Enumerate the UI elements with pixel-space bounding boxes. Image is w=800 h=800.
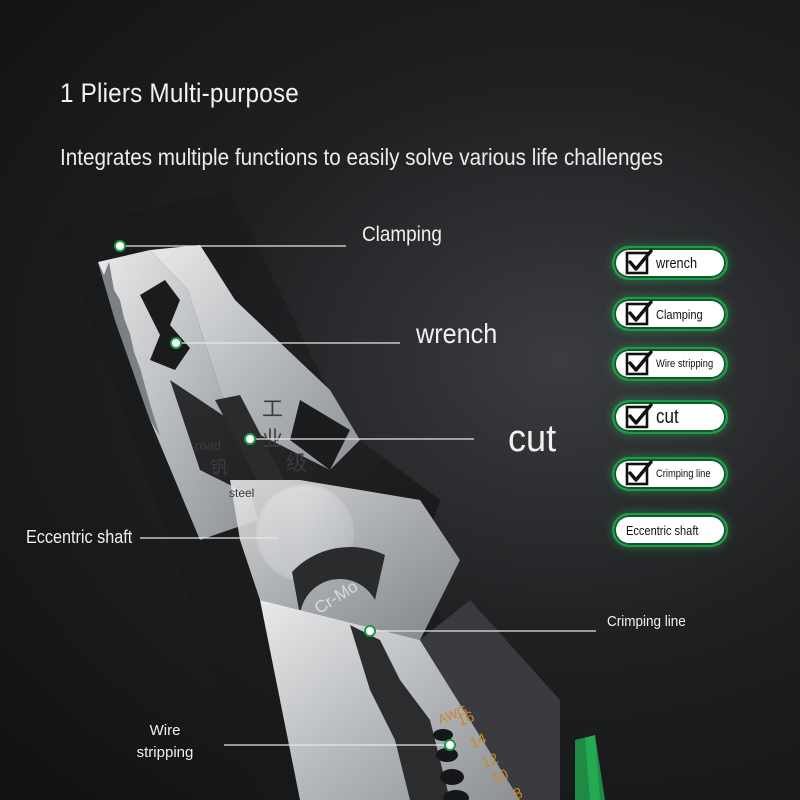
callout-wire-stripping-line2: stripping [136, 744, 194, 761]
awg-gauge-16: 16 [455, 708, 477, 730]
awg-gauge-14: 14 [467, 730, 489, 752]
checkbox-checked-icon [625, 403, 653, 429]
feature-badge-label: Crimping line [656, 468, 711, 480]
awg-gauge-10: 10 [489, 766, 511, 788]
feature-badge-label: wrench [656, 254, 698, 272]
feature-badge-wrench: wrench [612, 246, 728, 280]
callout-wire-stripping: Wire stripping [130, 720, 200, 764]
marking-chinese-bottom: 级 [286, 451, 307, 475]
marking-chinese-top: 工 [262, 397, 283, 421]
checkbox-checked-icon [625, 249, 653, 275]
callout-cut: cut [508, 418, 557, 460]
feature-badge-crimping-line: Crimping line [612, 457, 728, 491]
marking-chinese-left: 钒 [210, 458, 228, 479]
checkbox-checked-icon [625, 350, 653, 376]
anchor-dot-wrench [170, 337, 182, 349]
feature-badge-cut: cut [612, 400, 728, 434]
callout-crimping-line: Crimping line [607, 613, 686, 630]
callout-clamping: Clamping [362, 223, 442, 246]
feature-badge-label: Eccentric shaft [626, 522, 699, 538]
callout-wrench: wrench [416, 318, 498, 349]
feature-badge-clamping: Clamping [612, 297, 728, 331]
marking-steel: steel [229, 486, 254, 500]
anchor-dot-clamping [114, 240, 126, 252]
feature-badge-eccentric-shaft: Eccentric shaft [612, 513, 728, 547]
feature-badge-label: Wire stripping [656, 358, 714, 370]
checkbox-checked-icon [625, 460, 653, 486]
callout-wire-stripping-line1: Wire [149, 722, 181, 739]
anchor-dot-crimping [364, 625, 376, 637]
checkbox-checked-icon [625, 300, 653, 326]
headline-subtitle: Integrates multiple functions to easily … [60, 144, 663, 170]
anchor-dot-wire-stripping [444, 739, 456, 751]
marking-road: road [195, 438, 221, 453]
headline-title: 1 Pliers Multi-purpose [60, 78, 299, 108]
feature-badge-label: cut [656, 405, 679, 428]
anchor-dot-cut [244, 433, 256, 445]
callout-eccentric-shaft: Eccentric shaft [26, 527, 133, 547]
awg-gauge-12: 12 [479, 750, 501, 772]
feature-badge-label: Clamping [656, 306, 703, 322]
feature-badge-wire-stripping: Wire stripping [612, 347, 728, 381]
